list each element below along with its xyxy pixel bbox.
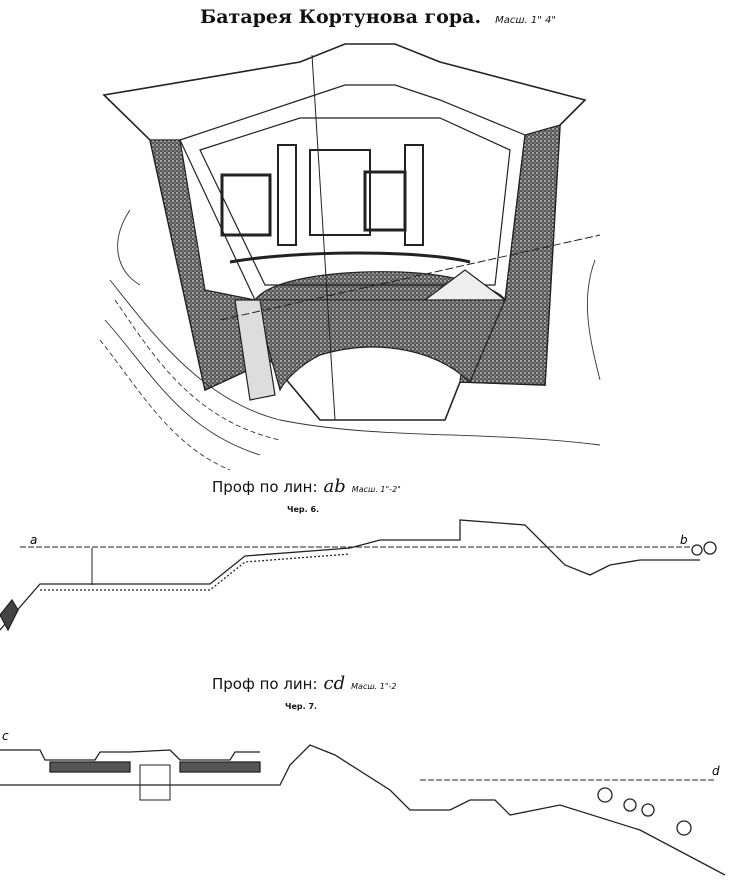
marker-b: b	[680, 533, 688, 547]
profile-ab-label: Проф по лин:	[212, 478, 318, 496]
profile-cd-letters: cd	[323, 673, 346, 694]
title-row: Батарея Кортунова гора. Масш. 1" 4"	[200, 6, 556, 28]
tree-icon	[623, 798, 637, 812]
profile-cd	[0, 744, 726, 876]
inner-line	[199, 117, 511, 286]
profile-cd-scale: Масш. 1"-2	[351, 682, 397, 691]
profile-ab-figure: Чер. 6.	[287, 505, 320, 514]
bastion-right	[423, 269, 507, 301]
access-ramp	[234, 299, 276, 401]
tree-icon	[597, 787, 613, 803]
section-line-ab	[311, 54, 336, 421]
profile-ab-title: Проф по лин: ab Масш. 1"-2"	[212, 476, 401, 497]
ground-profile-cd	[0, 744, 726, 876]
profile-cd-label: Проф по лин:	[212, 675, 318, 693]
gun-emplacement-left	[277, 144, 297, 246]
tree-icon	[703, 541, 717, 555]
marker-a: a	[30, 533, 37, 547]
hatching-ab	[40, 553, 351, 591]
battery-plan	[102, 43, 601, 421]
shrub-icon	[0, 598, 19, 632]
casemate-left	[220, 173, 272, 237]
casemates-roof-cd	[0, 749, 260, 761]
section-line-cd	[219, 234, 601, 321]
profile-ab	[0, 519, 717, 632]
rear-wall	[229, 251, 471, 264]
profile-ab-scale: Масш. 1"-2"	[351, 485, 401, 494]
inner-rampart	[179, 84, 526, 301]
magazine-section	[139, 764, 171, 801]
tree-icon	[641, 803, 655, 817]
ground-profile-ab	[0, 519, 700, 631]
central-traverse	[309, 149, 371, 236]
tree-icon	[691, 544, 703, 556]
contour-lines	[99, 209, 601, 471]
tree-icon	[676, 820, 692, 836]
gun-emplacement-right	[404, 144, 424, 246]
casemate-section-left	[49, 761, 131, 773]
marker-c: c	[2, 729, 9, 743]
casemate-section-right	[179, 761, 261, 773]
drawing-title: Батарея Кортунова гора.	[200, 6, 482, 28]
profile-cd-figure: Чер. 7.	[285, 702, 318, 711]
profile-ab-letters: ab	[323, 476, 346, 497]
marker-d: d	[712, 764, 720, 778]
profile-cd-title: Проф по лин: cd Масш. 1"-2	[212, 673, 397, 694]
drawing-scale: Масш. 1" 4"	[495, 15, 556, 26]
